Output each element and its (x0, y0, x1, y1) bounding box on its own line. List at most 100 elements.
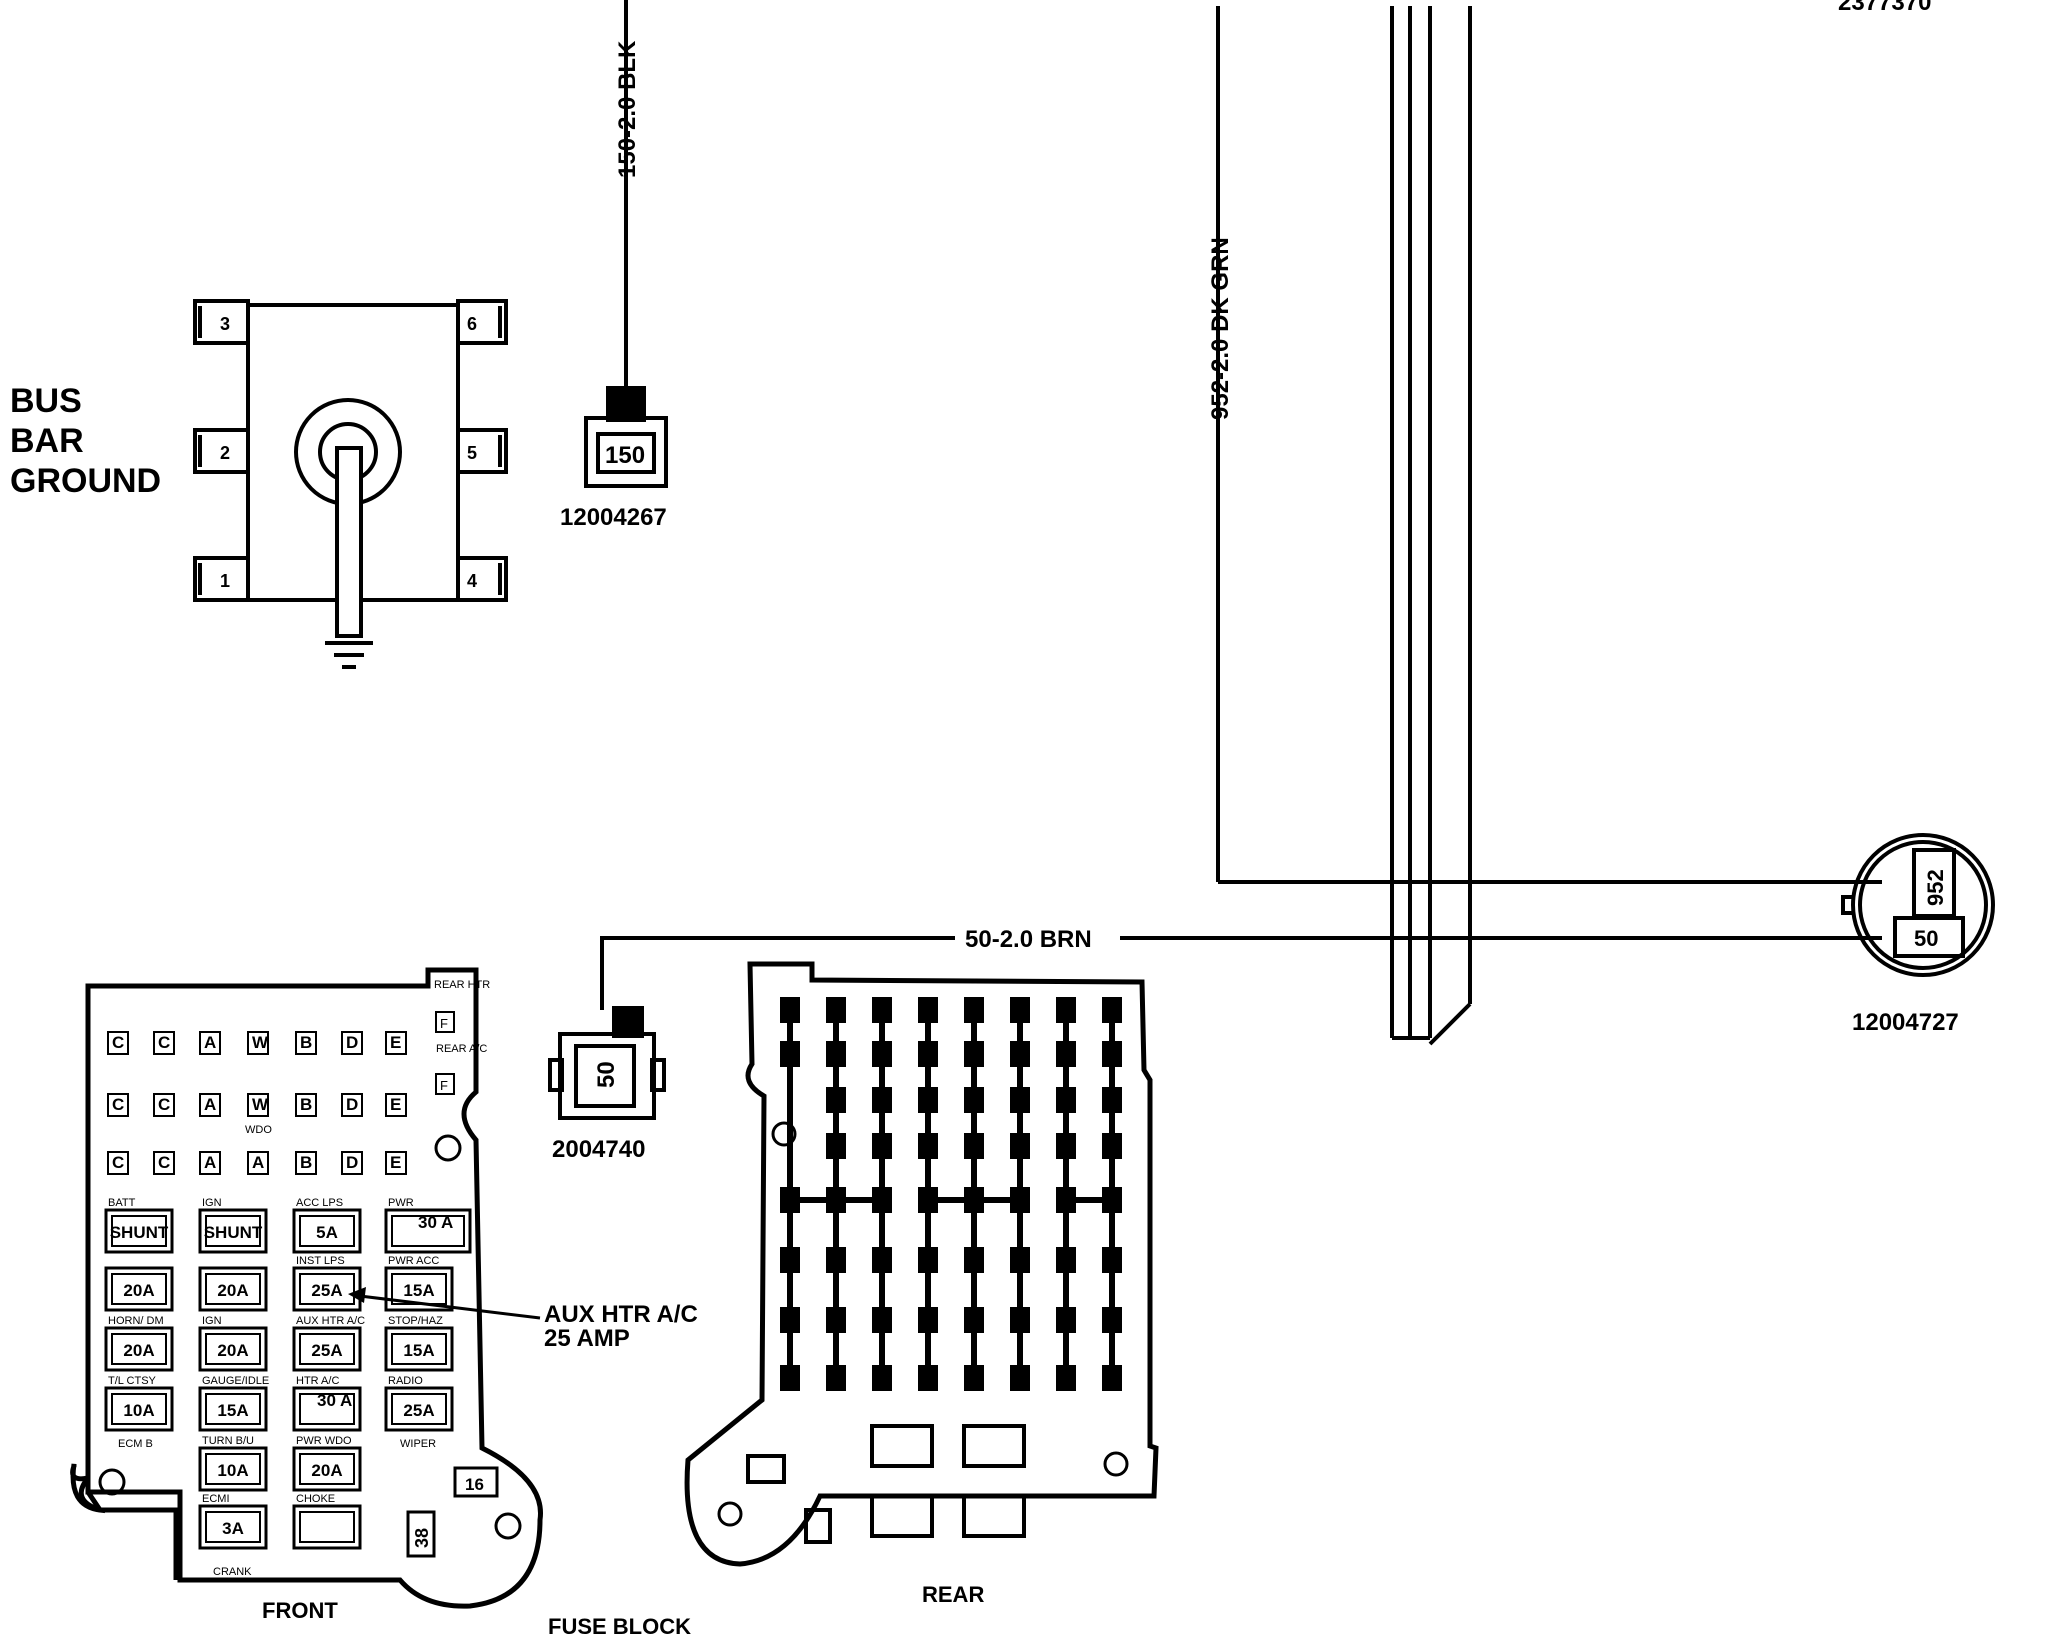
fuse-rating: 15A (403, 1341, 434, 1360)
rear-terminal-grid (746, 997, 1122, 1544)
connector-50 (548, 1006, 666, 1120)
fuse (198, 1266, 268, 1312)
relay-cell: E (390, 1153, 401, 1172)
fuse-circuit-label: IGN (202, 1197, 222, 1209)
fuse-circuit-label: PWR WDO (296, 1435, 352, 1447)
rear-mount-hole-2 (1103, 1451, 1129, 1477)
fuse (104, 1266, 174, 1312)
wiper-label: WIPER (400, 1438, 436, 1450)
round-connector-part: 12004727 (1852, 1009, 1959, 1036)
slot-16-box (453, 1466, 499, 1498)
relay-cell: B (300, 1033, 312, 1052)
fuse (292, 1504, 362, 1550)
fuse-circuit-label: PWR (388, 1197, 414, 1209)
fuse (198, 1326, 268, 1372)
relay-cell: W (252, 1095, 269, 1114)
fuse-rating: 5A (316, 1223, 338, 1242)
bus-pin-6-tab (456, 299, 508, 345)
fuse-rating: 15A (217, 1401, 248, 1420)
top-right-fragment: 2377370 (1838, 0, 1931, 16)
callout-line2: 25 AMP (544, 1325, 630, 1352)
fuse-circuit-label: T/L CTSY (108, 1375, 157, 1387)
fuse (292, 1266, 362, 1312)
relay-cell: B (300, 1153, 312, 1172)
fuse-circuit-label: GAUGE/IDLE (202, 1375, 269, 1387)
front-label: FRONT (262, 1598, 338, 1623)
connector-150 (584, 386, 668, 488)
fuse (104, 1326, 174, 1372)
connector-150-pin: 150 (605, 442, 645, 469)
front-mount-hole-2 (98, 1468, 126, 1496)
fuse-rating: 20A (311, 1461, 342, 1480)
relay-cell-box (247, 1093, 269, 1117)
callout-arrow (359, 1294, 541, 1320)
fuse-block-title: FUSE BLOCK (548, 1614, 691, 1639)
fuse (198, 1208, 268, 1254)
round-pin-50: 50 (1914, 926, 1938, 951)
relay-cell: A (204, 1153, 216, 1172)
bus-pin-2-tab (193, 428, 250, 474)
rear-ac-label: REAR A/C (436, 1043, 487, 1055)
relay-cell-box (247, 1031, 269, 1055)
fuse (384, 1386, 454, 1432)
rear-htr-f: F (440, 1016, 448, 1031)
fuse-circuit-label: TURN B/U (202, 1435, 254, 1447)
relay-cell-box (199, 1093, 221, 1117)
relay-cell-box (341, 1031, 363, 1055)
rear-ac-f-box (435, 1073, 455, 1095)
bus-pin-5: 5 (467, 443, 477, 463)
fuse (384, 1208, 472, 1254)
relay-cell: E (390, 1095, 401, 1114)
rear-mount-hole-1 (771, 1121, 797, 1147)
fuse-circuit-label: ACC LPS (296, 1197, 343, 1209)
front-mount-hole-1 (434, 1134, 462, 1162)
bus-bar-title-1: BUS (10, 382, 82, 420)
relay-cell: D (346, 1153, 358, 1172)
fuse (292, 1326, 362, 1372)
bus-bar-title-3: GROUND (10, 462, 161, 500)
fuse-rating: SHUNT (110, 1223, 169, 1242)
relay-cell-box (199, 1151, 221, 1175)
relay-cell-box (295, 1093, 317, 1117)
relay-cell-box (385, 1031, 407, 1055)
bus-pin-4: 4 (467, 571, 477, 591)
connector-150-part: 12004267 (560, 504, 667, 531)
callout-line1: AUX HTR A/C (544, 1301, 698, 1328)
fuse-block-rear-outline (684, 961, 1159, 1567)
fuse-rating: 20A (217, 1341, 248, 1360)
relay-cell: C (112, 1153, 124, 1172)
bus-pin-4-tab (456, 556, 508, 602)
relay-cell-box (385, 1151, 407, 1175)
relay-cell-box (341, 1093, 363, 1117)
fuse (384, 1326, 454, 1372)
fuse-rating: 20A (123, 1341, 154, 1360)
fuse (104, 1386, 174, 1432)
relay-cell: E (390, 1033, 401, 1052)
bus-bar-ground: BUS BAR GROUND (10, 299, 508, 669)
fuse (104, 1208, 174, 1254)
relay-cell: W (252, 1033, 269, 1052)
wire-50-brn (600, 936, 1882, 1010)
fuse (292, 1446, 362, 1492)
fuse-rating: 30 A (317, 1391, 352, 1410)
rear-htr-label: REAR HTR (434, 979, 490, 991)
relay-cell: A (204, 1033, 216, 1052)
rear-ac-f: F (440, 1078, 448, 1093)
relay-cell-box (107, 1093, 129, 1117)
bus-pin-5-tab (456, 428, 508, 474)
fuse-circuit-label: STOP/HAZ (388, 1315, 443, 1327)
fuse-circuit-label: HORN/ DM (108, 1315, 164, 1327)
rear-label: REAR (922, 1582, 984, 1607)
front-mount-hole-3 (494, 1512, 522, 1540)
relay-cell: D (346, 1095, 358, 1114)
rear-fuse-slot (870, 1424, 934, 1468)
bus-bar-title-2: BAR (10, 422, 84, 460)
fuse-circuit-label: RADIO (388, 1375, 423, 1387)
fuse-rating: 20A (217, 1281, 248, 1300)
relay-cell: C (158, 1033, 170, 1052)
fuse-circuit-label: AUX HTR A/C (296, 1315, 365, 1327)
fuse (198, 1386, 268, 1432)
relay-cell: C (112, 1095, 124, 1114)
wire-150-label: 150-2.0 BLK (614, 40, 641, 178)
